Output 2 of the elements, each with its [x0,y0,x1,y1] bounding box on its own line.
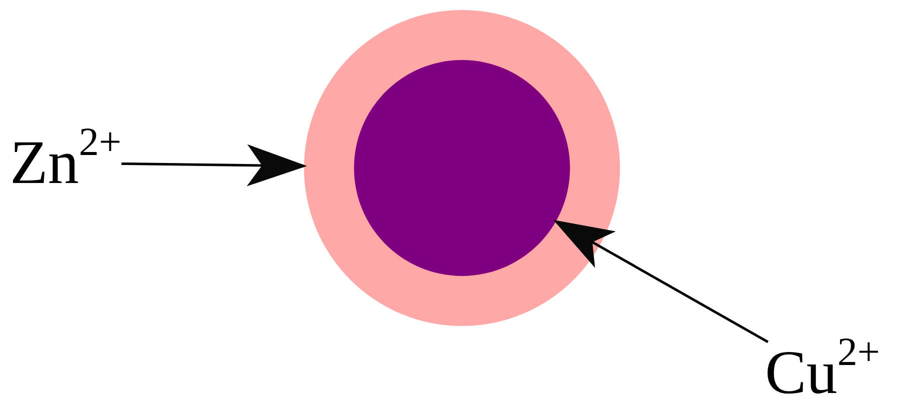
arrow [553,220,769,344]
arrow [121,144,307,186]
